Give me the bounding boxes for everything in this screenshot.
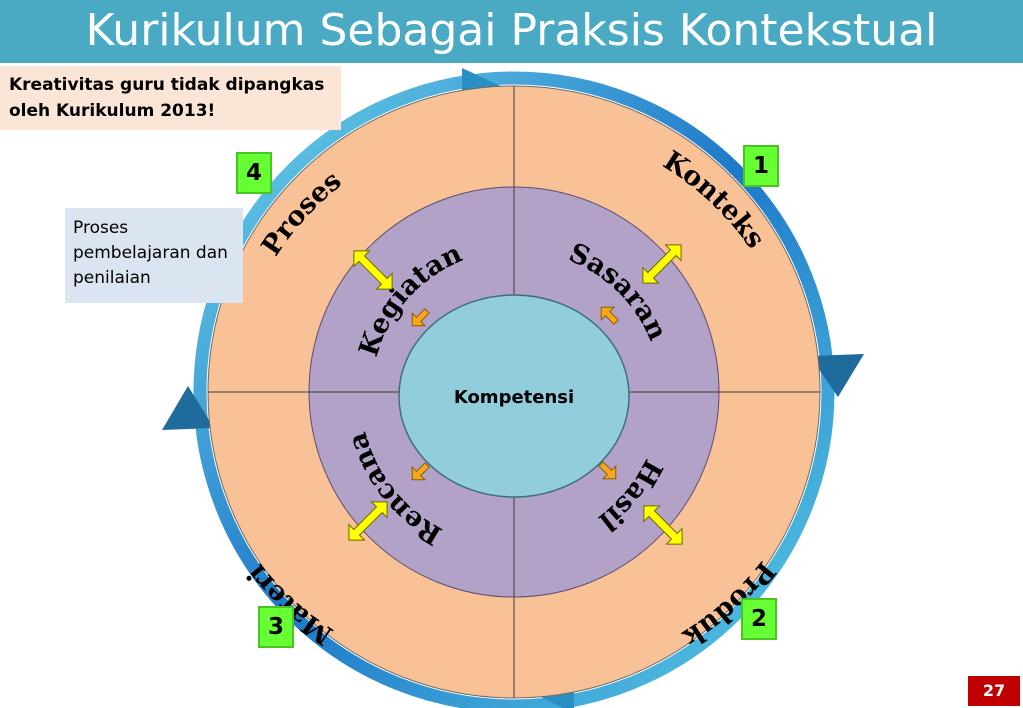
step-number-3: 3 <box>258 606 294 648</box>
cycle-ring <box>193 71 835 708</box>
center-label: Kompetensi <box>454 387 574 408</box>
page-number: 27 <box>968 676 1020 706</box>
inner-arrow-ne <box>600 306 619 325</box>
side-note-box: Proses pembelajaran dan penilaian <box>65 208 243 303</box>
connector-arrow-nw <box>353 250 393 290</box>
center-circle <box>398 294 630 498</box>
note-text: Kreativitas guru tidak dipangkas oleh Ku… <box>9 75 325 121</box>
cycle-arrowhead-right <box>810 354 864 397</box>
step-number-1: 1 <box>743 145 779 187</box>
step-number-2: 2 <box>741 598 777 640</box>
connector-arrow-se <box>643 505 683 545</box>
note-box: Kreativitas guru tidak dipangkas oleh Ku… <box>0 66 341 130</box>
cycle-arrowhead-left <box>162 386 214 430</box>
slide-title: Kurikulum Sebagai Praksis Kontekstual <box>85 5 938 56</box>
inner-arrow-se <box>598 461 617 480</box>
connector-arrow-ne <box>642 244 682 284</box>
step-number-4: 4 <box>236 152 272 194</box>
inner-arrow-sw <box>411 462 430 481</box>
connector-arrow-sw <box>348 501 388 541</box>
inner-arrow-nw <box>411 308 430 327</box>
title-bar <box>0 0 1023 63</box>
side-note-text: Proses pembelajaran dan penilaian <box>73 218 228 288</box>
